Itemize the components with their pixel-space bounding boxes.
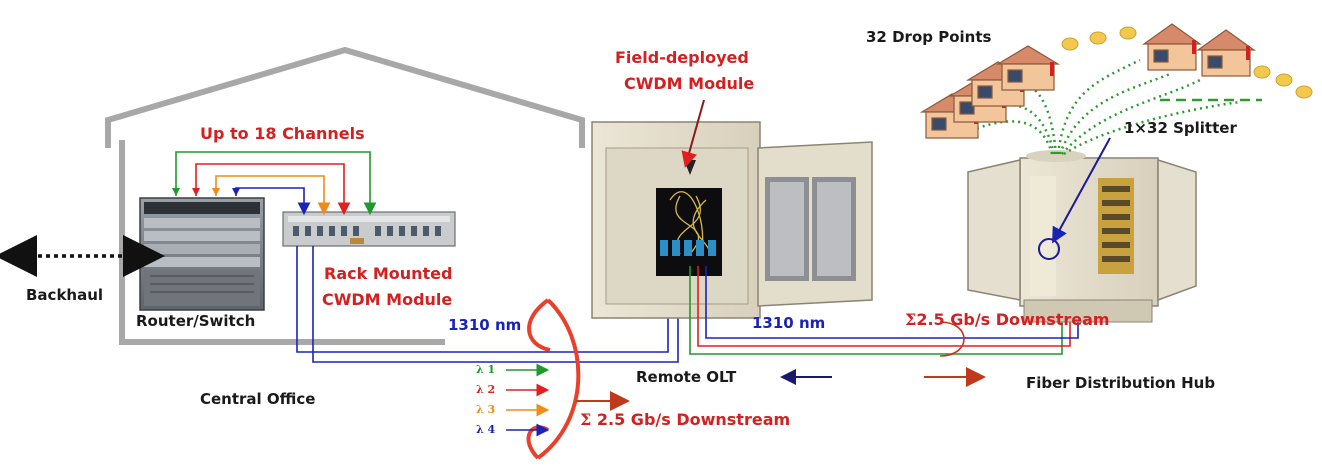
field-module-label-line1: Field-deployed [615,48,749,67]
backhaul-label: Backhaul [26,286,104,304]
downstream-label-bottom: Σ 2.5 Gb/s Downstream [580,410,790,429]
field-module-label-line2: CWDM Module [624,74,755,93]
downstream-text: 2.5 Gb/s Downstream [916,310,1110,329]
downstream-text: 2.5 Gb/s Downstream [596,410,791,429]
rack-cwdm-module [282,211,456,247]
lambda-4-label: λ 4 [476,423,496,436]
drop-points-dots [1061,26,1313,99]
drop-points-label: 32 Drop Points [866,28,992,46]
remote-olt-cabinet [591,121,873,319]
remote-olt-label: Remote OLT [636,368,737,386]
lambda-1-label: λ 1 [476,363,496,376]
router-label: Router/Switch [136,312,256,330]
downstream-label-right: Σ2.5 Gb/s Downstream [905,310,1110,329]
lambda-arrows [506,363,550,437]
splitter-pointer [1052,137,1111,244]
wavelength-loop [526,298,581,460]
central-office-label: Central Office [200,390,316,408]
splitter-label: 1×32 Splitter [1124,119,1237,137]
fiber-distribution-hub [967,150,1197,323]
wavelength-1310-left: 1310 nm [448,316,522,334]
field-module-pointer [681,99,705,168]
channel-arrows [172,151,377,216]
lambda-3-label: λ 3 [476,403,496,416]
drop-houses [919,23,1256,139]
lambda-2-label: λ 2 [476,383,496,396]
channels-label: Up to 18 Channels [200,124,365,143]
rack-module-label-line2: CWDM Module [322,290,453,309]
splitter-marker [1038,238,1060,260]
central-office-building [105,46,585,345]
rack-module-label-line1: Rack Mounted [324,264,453,283]
sigma-symbol: Σ [905,310,917,329]
fiber-hub-label: Fiber Distribution Hub [1026,374,1216,392]
wavelength-1310-right: 1310 nm [752,314,826,332]
router-switch-chassis [139,197,265,311]
sigma-symbol: Σ [580,410,592,429]
